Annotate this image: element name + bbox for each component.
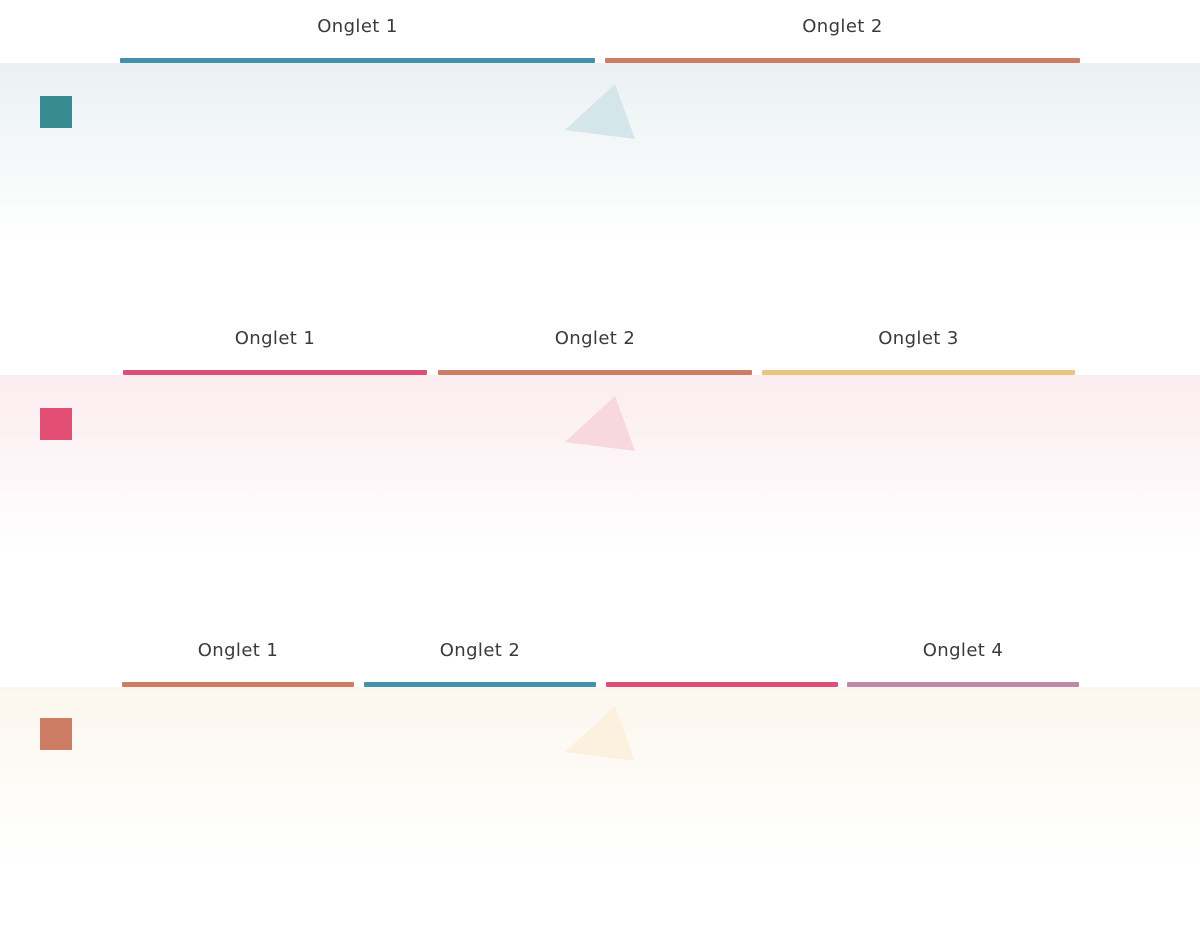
tab-underline [122, 682, 354, 687]
tab-group-3: Onglet 1 Onglet 2 Onglet 4 [0, 624, 1200, 936]
tab-underline [605, 58, 1080, 63]
triangle-icon [565, 84, 635, 139]
color-square-icon [40, 408, 72, 440]
tab-label: Onglet 1 [317, 16, 398, 37]
tab-2[interactable]: Onglet 2 [364, 624, 596, 687]
tab-underline [120, 58, 595, 63]
tab-bar: Onglet 1 Onglet 2 Onglet 4 [122, 624, 1079, 687]
tab-1[interactable]: Onglet 1 [123, 312, 427, 375]
tab-4[interactable]: Onglet 4 [847, 624, 1079, 687]
tab-label: Onglet 3 [878, 328, 959, 349]
tab-panel [0, 375, 1200, 555]
tab-underline [847, 682, 1079, 687]
triangle-icon [565, 706, 635, 761]
tab-label: Onglet 2 [439, 640, 521, 661]
tab-label: Onglet 2 [802, 16, 883, 37]
tab-panel [0, 63, 1200, 243]
tab-underline [606, 682, 838, 687]
tab-1[interactable]: Onglet 1 [120, 0, 595, 63]
color-square-icon [40, 96, 72, 128]
tab-panel [0, 687, 1200, 867]
tab-1[interactable]: Onglet 1 [122, 624, 354, 687]
triangle-icon [565, 396, 635, 451]
tab-label: Onglet 1 [197, 640, 279, 661]
tab-bar: Onglet 1 Onglet 2 Onglet 3 [123, 312, 1075, 375]
tab-3[interactable] [606, 624, 838, 687]
tab-underline [364, 682, 596, 687]
tab-2[interactable]: Onglet 2 [438, 312, 752, 375]
tab-group-2: Onglet 1 Onglet 2 Onglet 3 [0, 312, 1200, 624]
tab-label: Onglet 2 [554, 328, 636, 349]
tab-group-1: Onglet 1 Onglet 2 [0, 0, 1200, 312]
tab-label: Onglet 1 [234, 328, 316, 349]
tab-3[interactable]: Onglet 3 [762, 312, 1075, 375]
tab-bar: Onglet 1 Onglet 2 [120, 0, 1080, 63]
tab-label: Onglet 4 [922, 640, 1004, 661]
tab-underline [123, 370, 427, 375]
tab-underline [762, 370, 1075, 375]
color-square-icon [40, 718, 72, 750]
tab-2[interactable]: Onglet 2 [605, 0, 1080, 63]
tab-underline [438, 370, 752, 375]
